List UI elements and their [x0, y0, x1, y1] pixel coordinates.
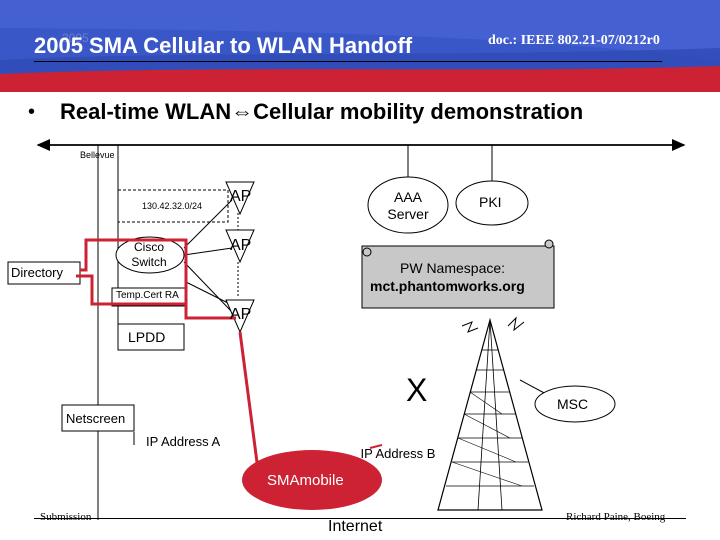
- pki-label: PKI: [479, 194, 502, 210]
- msc-node: [534, 385, 616, 423]
- bullet-dot: •: [28, 101, 36, 123]
- smamobile-node: [242, 450, 382, 510]
- ap-label-1: AP: [230, 188, 252, 205]
- ip-address-b-label: IP Address B: [360, 446, 436, 461]
- ip-address-a-label: IP Address A: [146, 434, 221, 449]
- lpdd-box: [117, 323, 185, 351]
- msc-label: MSC: [557, 396, 589, 412]
- access-point-2: [225, 229, 255, 264]
- ap-label-3: AP: [230, 306, 252, 323]
- access-point-1: [225, 181, 255, 216]
- pw-namespace-label: PW Namespace:: [400, 260, 506, 276]
- pw-namespace-scroll: [361, 239, 555, 309]
- smamobile-label: SMAmobile: [267, 472, 344, 489]
- subnet-box: [117, 189, 229, 223]
- title-underline: [34, 61, 662, 62]
- tempcert-label: Temp.Cert RA: [116, 290, 179, 301]
- header-ghost-date: 2005: [62, 31, 89, 45]
- pw-domain-label: mct.phantomworks.org: [370, 278, 525, 294]
- aaa-server-label: AAA Server: [387, 189, 429, 222]
- ap-label-2: AP: [230, 237, 252, 254]
- access-point-3: [225, 299, 255, 334]
- site-label: Bellevue: [80, 150, 115, 160]
- footer-submission: Submission: [40, 511, 92, 523]
- lpdd-label: LPDD: [128, 329, 166, 345]
- cisco-switch-label: Cisco Switch: [131, 240, 167, 269]
- cell-tower: [437, 316, 543, 511]
- netscreen-box: [61, 404, 135, 432]
- footer-line: [34, 518, 686, 519]
- directory-label: Directory: [11, 265, 64, 280]
- slide-title: 2005 SMA Cellular to WLAN Handoff: [34, 33, 413, 58]
- footer-internet: Internet: [328, 518, 383, 535]
- doc-id: doc.: IEEE 802.21-07/0212r0: [488, 33, 660, 48]
- subnet-label: 130.42.32.0/24: [142, 201, 203, 211]
- handoff-x-mark: X: [406, 372, 428, 408]
- netscreen-label: Netscreen: [66, 411, 126, 426]
- bullet-text: Real-time WLAN⇔Cellular mobility demonst…: [60, 99, 584, 124]
- directory-box: [7, 261, 81, 285]
- footer-author: Richard Paine, Boeing: [566, 511, 666, 523]
- slide-header-band: [0, 0, 720, 96]
